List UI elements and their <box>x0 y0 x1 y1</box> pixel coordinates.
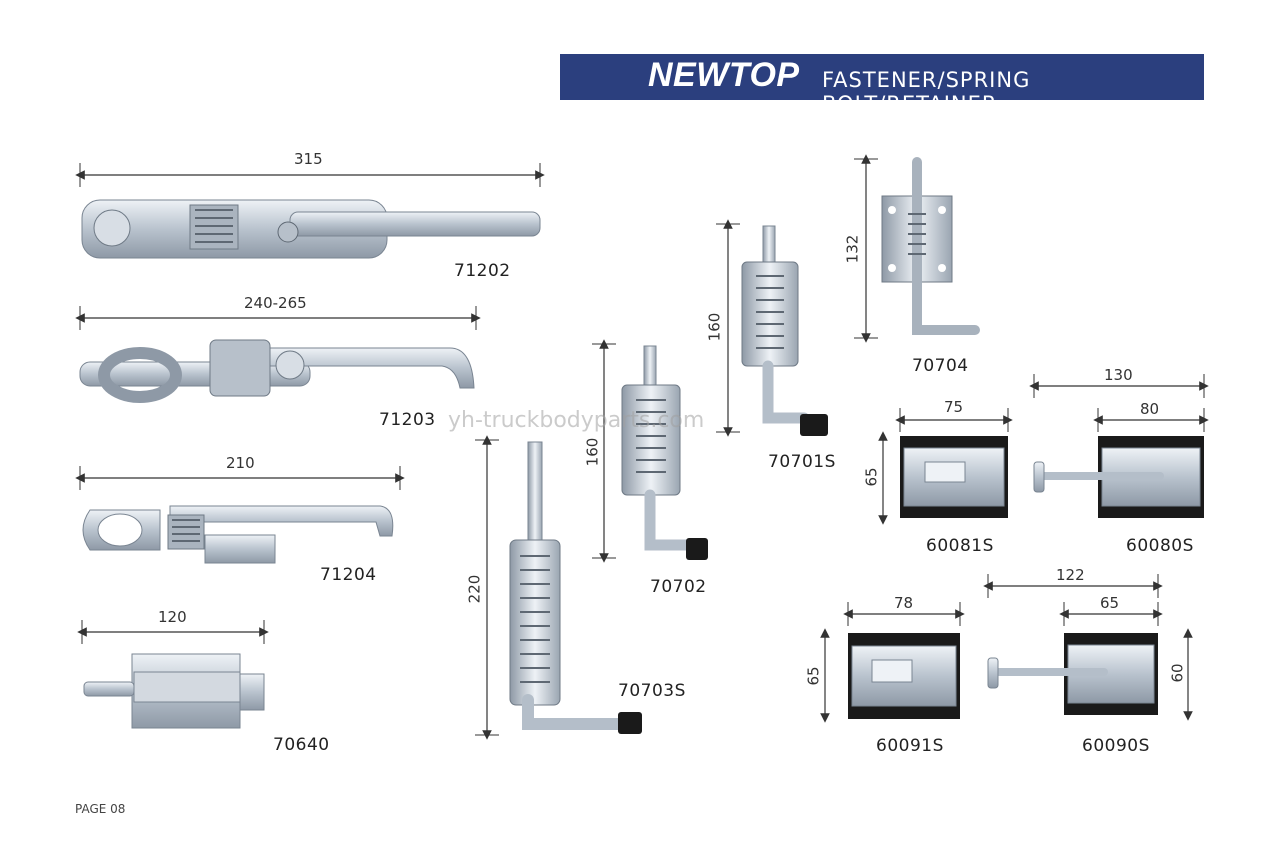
product-code-71202: 71202 <box>454 261 511 281</box>
product-code-60080S: 60080S <box>1126 536 1194 556</box>
product-code-71203: 71203 <box>379 410 436 430</box>
dimension-label-60090S-plate: 65 <box>1100 594 1120 612</box>
product-code-70704: 70704 <box>912 356 969 376</box>
page-number: PAGE 08 <box>75 802 126 816</box>
product-code-71204: 71204 <box>320 565 377 585</box>
dimension-label-71204: 210 <box>226 454 255 472</box>
product-60091S-image <box>820 602 965 723</box>
dimension-label-60081S-width: 75 <box>944 398 964 416</box>
product-60081S-image <box>878 408 1013 525</box>
dimension-label-71203: 240-265 <box>244 294 307 312</box>
product-code-60090S: 60090S <box>1082 736 1150 756</box>
dimension-label-60081S-height: 65 <box>862 467 881 487</box>
dimension-label-60091S-width: 78 <box>894 594 914 612</box>
dimension-label-70703S: 220 <box>465 574 484 604</box>
product-code-60091S: 60091S <box>876 736 944 756</box>
dimension-label-60080S-overall: 130 <box>1104 366 1133 384</box>
product-71202-image <box>75 163 545 259</box>
product-code-70640: 70640 <box>273 735 330 755</box>
product-code-70701S: 70701S <box>768 452 836 472</box>
dimension-label-70704: 132 <box>843 234 862 264</box>
product-70640-image <box>77 620 269 729</box>
header-banner: NEWTOP FASTENER/SPRING BOLT/RETAINER <box>560 54 1204 116</box>
product-70704-image <box>854 154 980 343</box>
product-71203-image <box>75 306 481 403</box>
dimension-label-70702: 160 <box>583 437 602 467</box>
product-71204-image <box>75 466 405 564</box>
product-code-70702: 70702 <box>650 577 707 597</box>
dimension-label-71202: 315 <box>294 150 323 168</box>
product-60090S-image <box>983 574 1193 721</box>
dimension-label-70701S: 160 <box>705 312 724 342</box>
product-70703S-image <box>475 435 642 740</box>
dimension-label-70640: 120 <box>158 608 187 626</box>
product-60080S-image <box>1029 374 1209 518</box>
product-code-60081S: 60081S <box>926 536 994 556</box>
product-70702-image <box>592 339 708 563</box>
product-code-70703S: 70703S <box>618 681 686 701</box>
catalog-subtitle: FASTENER/SPRING BOLT/RETAINER <box>822 68 1031 116</box>
dimension-label-60091S-height: 65 <box>804 666 823 686</box>
dimension-label-60090S-height: 60 <box>1168 663 1187 683</box>
product-70701S-image <box>716 219 828 437</box>
dimension-label-60080S-plate: 80 <box>1140 400 1160 418</box>
brand-logo-text: NEWTOP <box>648 56 800 94</box>
dimension-label-60090S-overall: 122 <box>1056 566 1085 584</box>
watermark-text: yh-truckbodyparts.com <box>448 408 705 433</box>
